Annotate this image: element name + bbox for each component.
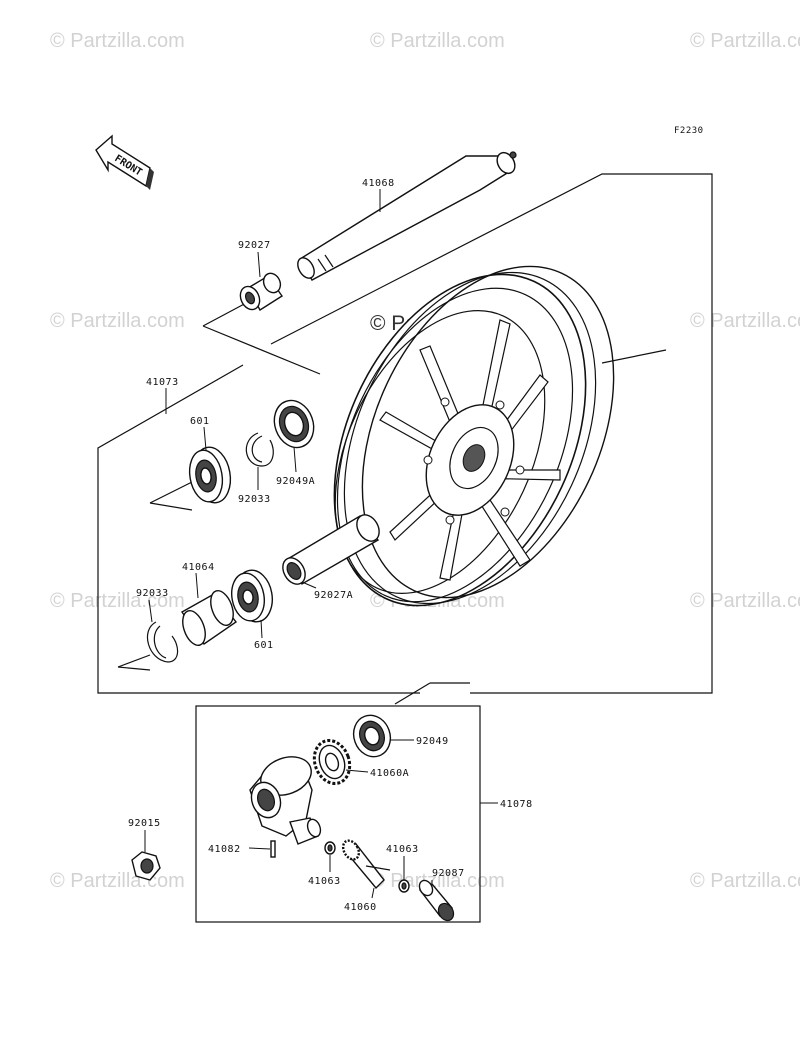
part-label-41082[interactable]: 41082	[208, 844, 241, 855]
part-label-41068[interactable]: 41068	[362, 178, 395, 189]
part-label-41078[interactable]: 41078	[500, 799, 533, 810]
part-label-601-upper[interactable]: 601	[190, 416, 210, 427]
part-label-41063-left[interactable]: 41063	[308, 876, 341, 887]
part-labels: 41068 92027 41073 601 92049A 92033 41064…	[128, 178, 533, 913]
part-label-92049A[interactable]: 92049A	[276, 476, 315, 487]
pinion-gear-41060[interactable]	[340, 838, 391, 890]
part-label-92049[interactable]: 92049	[416, 736, 449, 747]
part-label-41064[interactable]: 41064	[182, 562, 215, 573]
washer-41063-right[interactable]	[398, 879, 410, 893]
oil-seal-92049[interactable]	[348, 710, 396, 762]
part-label-41073[interactable]: 41073	[146, 377, 179, 388]
front-arrow-icon: FRONT	[95, 134, 154, 190]
part-label-92033-lower[interactable]: 92033	[136, 588, 169, 599]
axle-nut-92015[interactable]	[131, 851, 161, 881]
distance-collar-92027A[interactable]	[278, 511, 383, 588]
part-label-41063-right[interactable]: 41063	[386, 844, 419, 855]
part-label-41060[interactable]: 41060	[344, 902, 377, 913]
part-label-41060A[interactable]: 41060A	[370, 768, 409, 779]
washer-41063-left[interactable]	[324, 841, 336, 855]
watermark-layer: © Partzilla.com © Partzilla.com © Partzi…	[50, 30, 800, 892]
front-wheel-rim	[333, 265, 615, 607]
retainer-41064[interactable]	[178, 588, 238, 649]
circlip-92033-lower[interactable]	[146, 621, 179, 663]
part-label-92015[interactable]: 92015	[128, 818, 161, 829]
diagram-code: F2230	[674, 126, 704, 136]
part-label-92087[interactable]: 92087	[432, 868, 465, 879]
circlip-92033-upper[interactable]	[245, 432, 274, 467]
watermark-text: © Partzilla.com	[370, 30, 505, 52]
bearing-601-upper[interactable]	[186, 444, 235, 505]
part-label-92033-upper[interactable]: 92033	[238, 494, 271, 505]
bushing-92087[interactable]	[417, 878, 457, 923]
part-label-92027[interactable]: 92027	[238, 240, 271, 251]
watermark-text: © Partzilla.com	[50, 30, 185, 52]
watermark-text: © Partzilla.com	[690, 870, 800, 892]
pin-41082[interactable]	[270, 840, 276, 858]
watermark-text: © Partzilla.com	[50, 870, 185, 892]
oil-seal-92049A[interactable]	[268, 395, 320, 453]
leader-lines	[144, 189, 498, 899]
part-label-601-lower[interactable]: 601	[254, 640, 274, 651]
watermark-text: © Partzilla.com	[690, 310, 800, 332]
assembly-outline	[97, 173, 713, 705]
part-label-92027A[interactable]: 92027A	[314, 590, 353, 601]
bearing-601-lower[interactable]	[228, 567, 276, 624]
watermark-text: © Partzilla.com	[50, 590, 185, 612]
speedometer-gear-box-outline	[195, 705, 481, 923]
watermark-text: © Partzilla.com	[690, 590, 800, 612]
axle-41068[interactable]	[294, 149, 518, 281]
watermark-text: © Partzilla.com	[690, 30, 800, 52]
speedometer-gear-housing-41078[interactable]	[247, 750, 323, 845]
watermark-text: © Partzilla.com	[50, 310, 185, 332]
gear-41060A[interactable]	[309, 736, 356, 789]
collar-92027[interactable]	[237, 271, 284, 313]
